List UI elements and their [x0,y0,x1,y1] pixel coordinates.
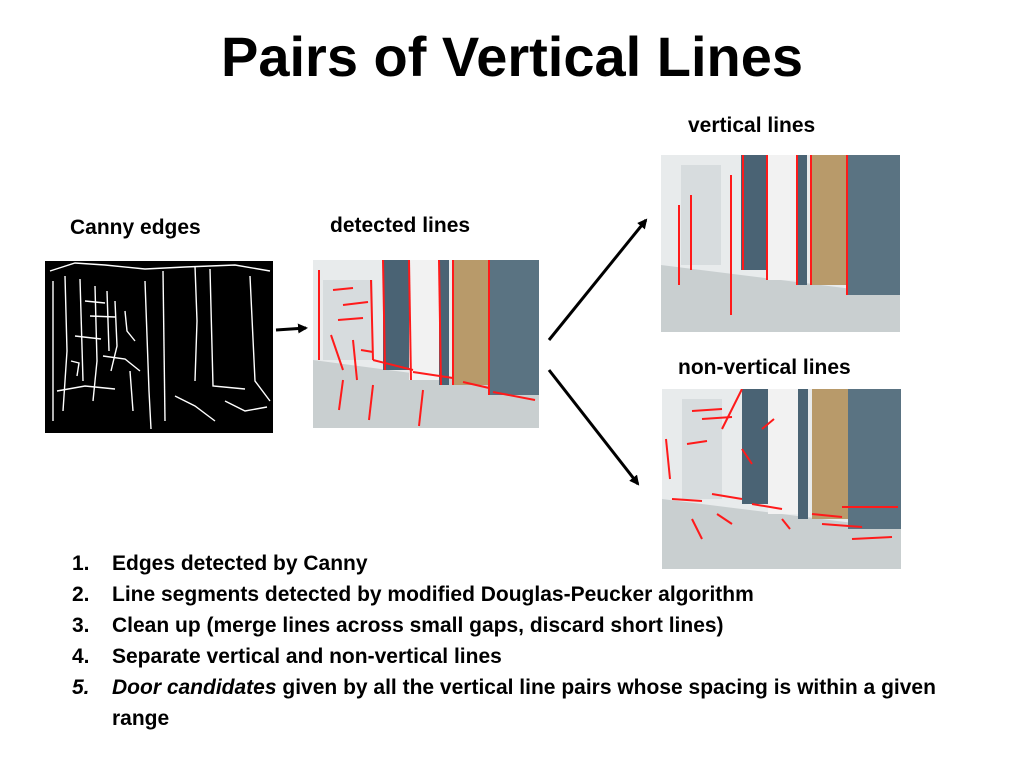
arrow-to-non-vertical [547,369,640,486]
step-text: Line segments detected by modified Dougl… [112,583,754,606]
step-number: 2. [72,583,90,606]
caption-non-vertical-lines: non-vertical lines [678,356,851,379]
step-text-rest: given by all the vertical line pairs who… [112,676,936,730]
step-text: Door candidates given by all the vertica… [112,672,952,734]
step-item: 5. Door candidates given by all the vert… [72,672,952,734]
detected-lines-image [313,260,539,428]
step-item: 3. Clean up (merge lines across small ga… [72,610,952,641]
step-item: 4. Separate vertical and non-vertical li… [72,641,952,672]
step-item: 1. Edges detected by Canny [72,548,952,579]
arrow-to-vertical [547,218,648,341]
slide-title: Pairs of Vertical Lines [220,25,804,88]
step-text: Separate vertical and non-vertical lines [112,645,502,668]
caption-detected-lines: detected lines [330,214,471,237]
canny-edges-image [45,261,273,433]
arrow-to-detected [275,323,308,334]
step-emphasis: Door candidates [112,676,277,699]
step-number: 1. [72,552,90,575]
step-number: 4. [72,645,90,668]
vertical-lines-image [661,155,900,332]
step-number: 3. [72,614,90,637]
caption-canny-edges: Canny edges [70,216,201,239]
non-vertical-lines-image [662,389,901,569]
steps-list: 1. Edges detected by Canny 2. Line segme… [72,548,952,734]
step-number: 5. [72,676,90,699]
step-item: 2. Line segments detected by modified Do… [72,579,952,610]
step-text: Edges detected by Canny [112,552,368,575]
caption-vertical-lines: vertical lines [688,114,816,137]
step-text: Clean up (merge lines across small gaps,… [112,614,724,637]
